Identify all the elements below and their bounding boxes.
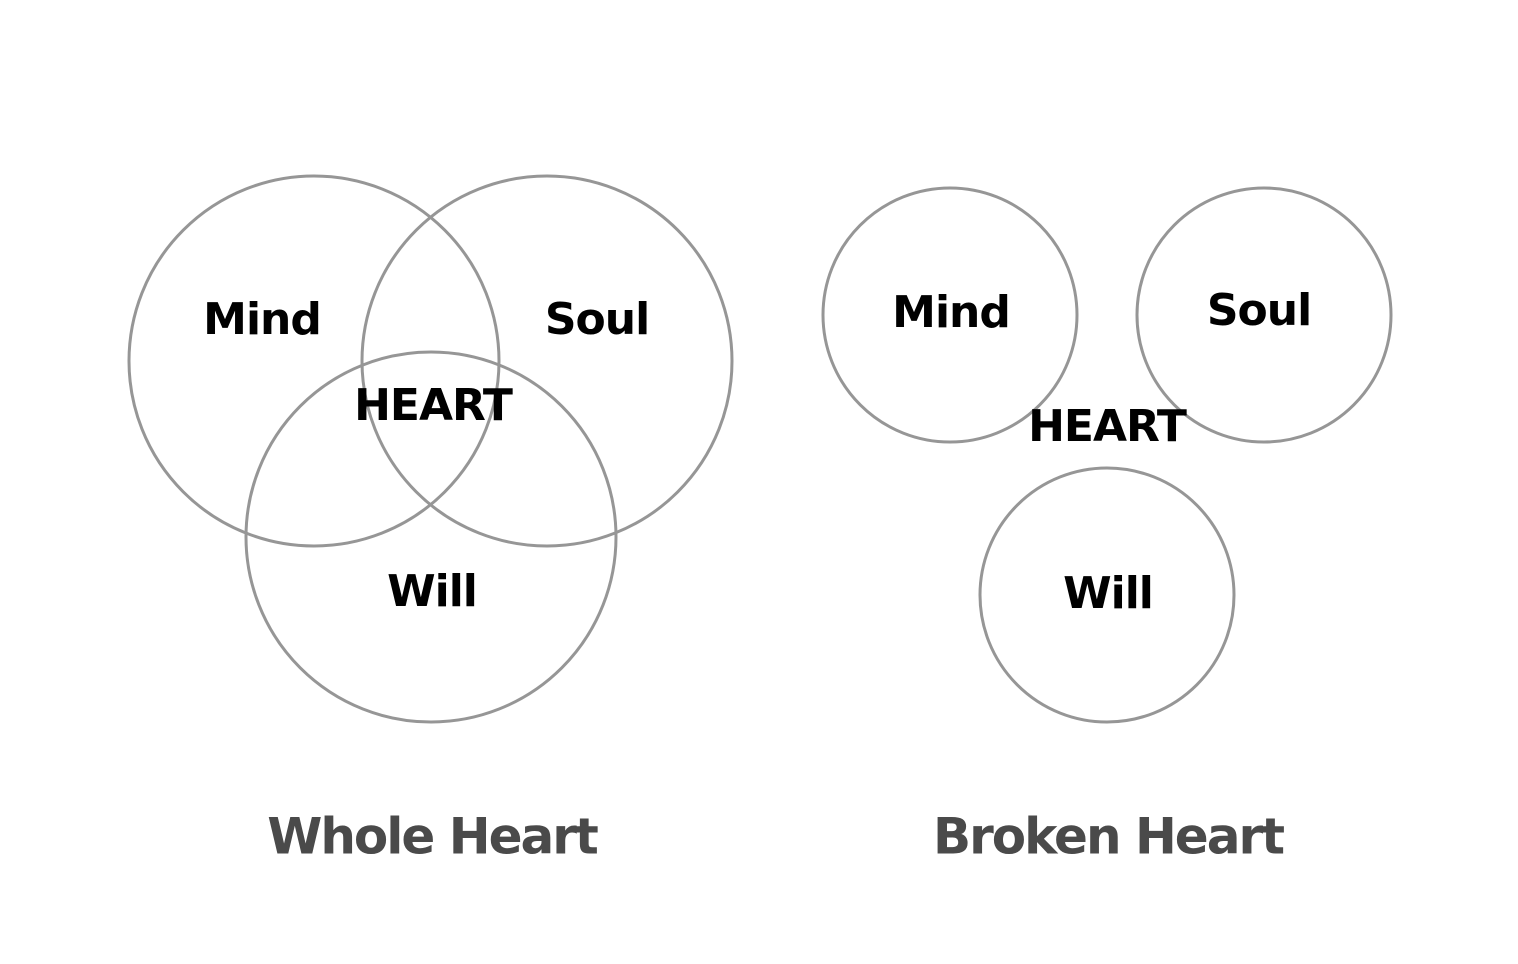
broken-heart-group: Mind Soul HEART Will Broken Heart xyxy=(821,186,1393,866)
whole-mind-circle xyxy=(127,174,501,548)
broken-heart-label: HEART xyxy=(1028,401,1187,452)
whole-mind-label: Mind xyxy=(203,294,321,345)
broken-will-circle xyxy=(978,466,1236,724)
whole-heart-caption: Whole Heart xyxy=(267,808,598,866)
whole-heart-label: HEART xyxy=(354,380,513,431)
whole-soul-label: Soul xyxy=(545,294,649,345)
broken-soul-circle xyxy=(1135,186,1393,444)
whole-heart-group: Mind Soul HEART Will Whole Heart xyxy=(127,174,734,866)
broken-heart-caption: Broken Heart xyxy=(933,808,1284,866)
whole-will-label: Will xyxy=(387,566,477,617)
whole-will-circle xyxy=(244,350,618,724)
broken-mind-circle xyxy=(821,186,1079,444)
broken-soul-label: Soul xyxy=(1207,285,1311,336)
whole-soul-circle xyxy=(360,174,734,548)
broken-mind-label: Mind xyxy=(892,287,1010,338)
broken-will-label: Will xyxy=(1063,568,1153,619)
